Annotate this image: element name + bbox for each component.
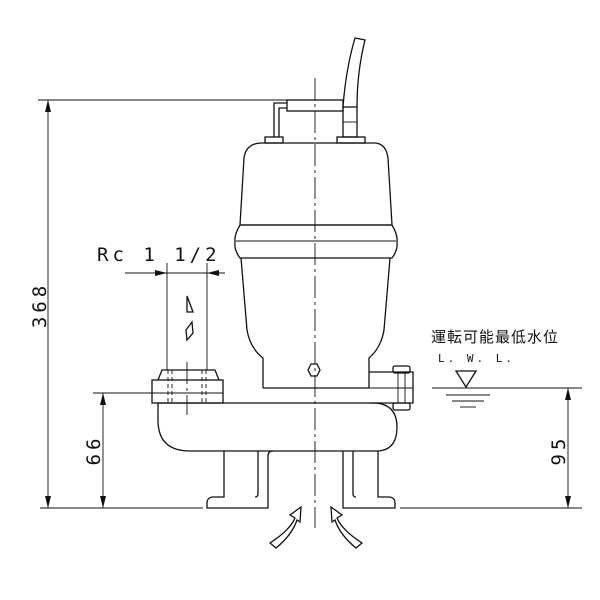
dim-outlet-height: 66: [83, 392, 152, 508]
inflow-arrow-left: [268, 505, 302, 549]
right-leg: [342, 451, 396, 509]
thread-symbol-icon: [185, 295, 194, 342]
lwl-abbr-label: L. W. L.: [438, 352, 515, 365]
dim-95-label: 95: [548, 435, 570, 466]
water-level-triangle-icon: [454, 370, 478, 389]
dim-water-level-height: 95: [548, 388, 571, 508]
cable-cap: [336, 136, 366, 144]
lwl-japanese-label: 運転可能最低水位: [431, 328, 559, 346]
dim-66-label: 66: [83, 435, 105, 466]
handle: [264, 99, 344, 144]
power-cable: [342, 37, 366, 108]
low-water-level-marker: 運転可能最低水位 L. W. L.: [431, 328, 582, 408]
drain-bolt-icon: [307, 363, 321, 377]
left-leg: [206, 450, 274, 509]
inflow-arrow-right: [330, 505, 364, 549]
side-flange: [369, 365, 414, 411]
dim-368-label: 368: [29, 282, 51, 328]
dim-outlet-size: Rc 1 1/2: [97, 244, 225, 370]
pump-casing: [157, 402, 398, 452]
motor-housing: [234, 142, 398, 389]
discharge-outlet: [151, 362, 224, 415]
dim-overall-height: 368: [29, 99, 287, 508]
rc-size-label: Rc 1 1/2: [97, 244, 221, 266]
